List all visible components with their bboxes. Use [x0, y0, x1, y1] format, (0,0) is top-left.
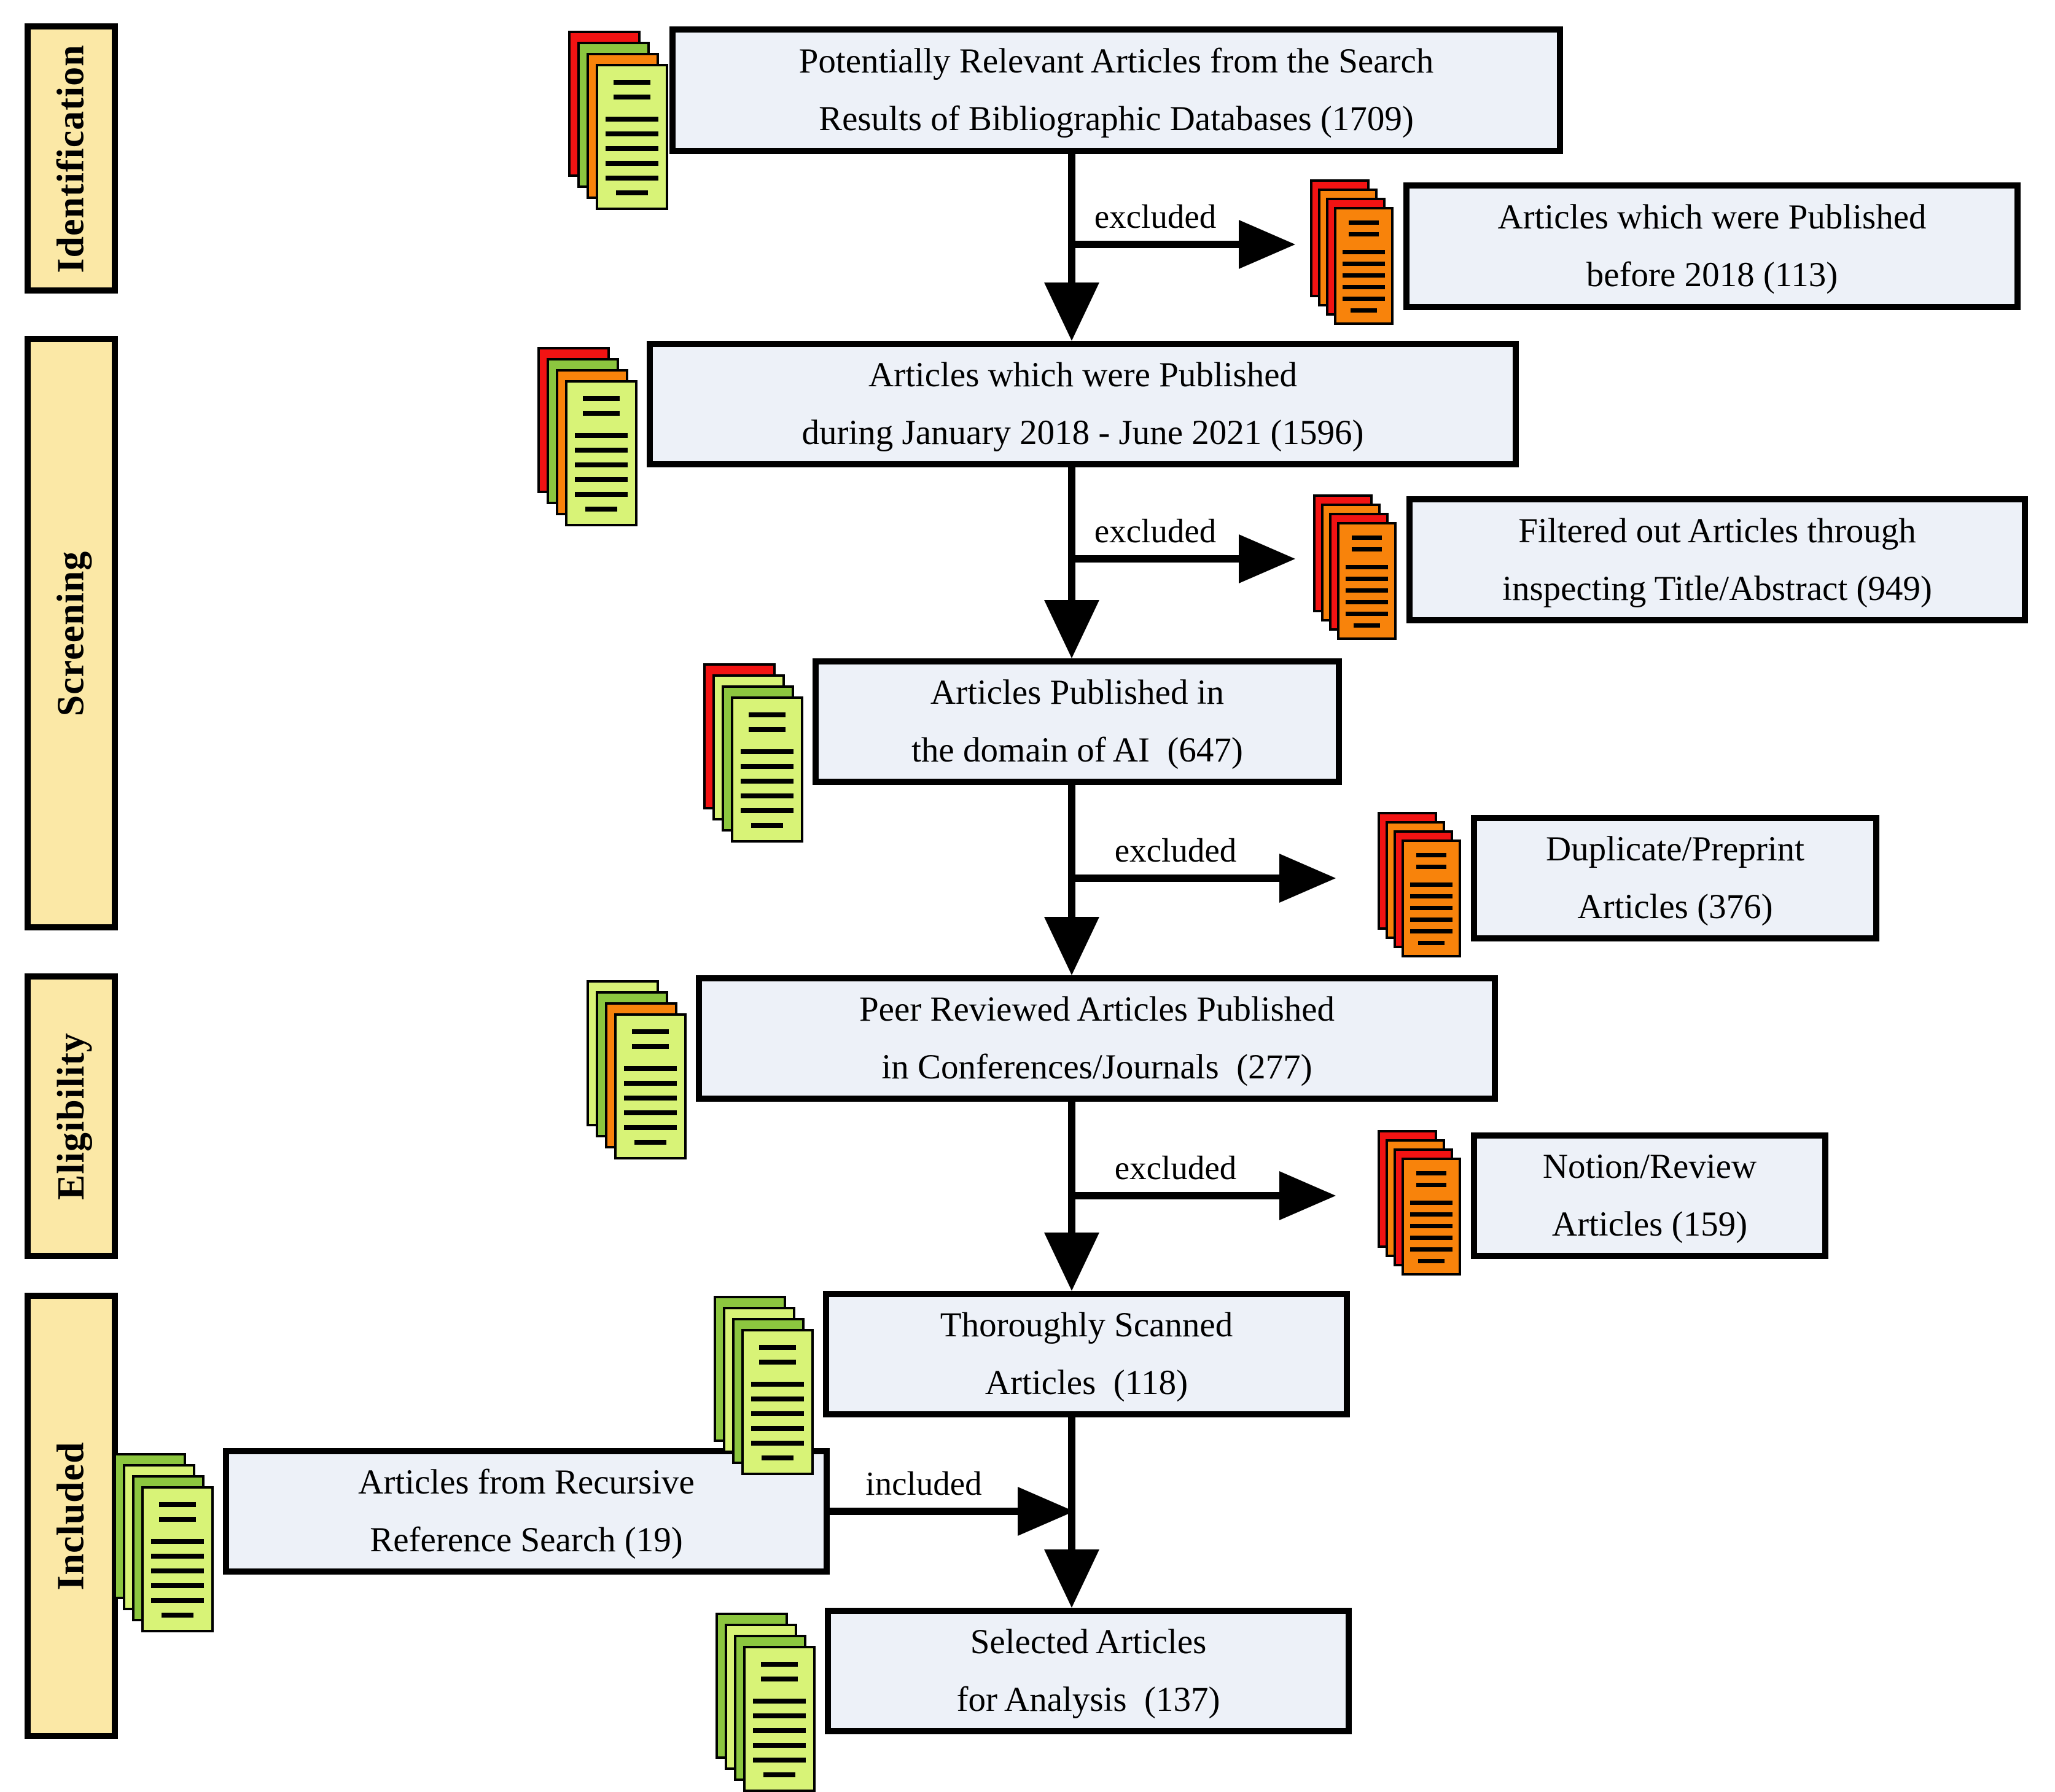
document-page-icon [741, 1329, 814, 1475]
box-potentially-relevant-line1: Potentially Relevant Articles from the S… [798, 42, 1434, 80]
edge-label-excluded-1: excluded [1094, 198, 1217, 235]
connector-excluded-3 [1072, 875, 1279, 882]
box-recursive-line1: Articles from Recursive [358, 1463, 695, 1502]
document-text-lines [1336, 209, 1391, 322]
box-ai-domain-articles: Articles Published in the domain of AI (… [813, 658, 1342, 785]
excluded-before-2018-line2: before 2018 (113) [1586, 255, 1838, 294]
document-page-icon [614, 1013, 687, 1159]
phase-eligibility: Eligibility [25, 973, 118, 1259]
phase-screening-label: Screening [50, 550, 92, 716]
box-ai-domain-line1: Articles Published in [930, 673, 1225, 712]
document-page-icon [1402, 840, 1461, 957]
box-excluded-duplicate-preprint: Duplicate/Preprint Articles (376) [1471, 815, 1879, 941]
arrow-down-icon-2 [1044, 600, 1099, 658]
arrow-down-icon-5 [1044, 1549, 1099, 1608]
document-text-lines [144, 1489, 211, 1630]
document-text-lines [1404, 1160, 1459, 1273]
document-text-lines [1339, 524, 1394, 637]
box-selected-line1: Selected Articles [970, 1623, 1207, 1661]
document-text-lines [1404, 842, 1459, 955]
edge-label-included: included [865, 1465, 982, 1502]
document-page-icon [596, 64, 668, 210]
connector-spine-2 [1068, 466, 1075, 611]
document-text-lines [744, 1331, 811, 1473]
document-text-lines [746, 1648, 813, 1790]
excluded-notion-review-line2: Articles (159) [1551, 1205, 1748, 1244]
phase-included-label: Included [50, 1441, 92, 1591]
arrow-right-icon-1 [1239, 220, 1295, 269]
box-potentially-relevant-line2: Results of Bibliographic Databases (1709… [819, 99, 1414, 138]
connector-excluded-2 [1072, 555, 1239, 563]
edge-label-excluded-3: excluded [1114, 832, 1237, 869]
box-thoroughly-scanned-line2: Articles (118) [985, 1363, 1188, 1402]
edge-label-excluded-4: excluded [1114, 1149, 1237, 1186]
excluded-duplicate-line2: Articles (376) [1577, 887, 1773, 926]
box-selected-line2: for Analysis (137) [956, 1680, 1220, 1719]
edge-label-excluded-2: excluded [1094, 512, 1217, 550]
box-published-range-line1: Articles which were Published [868, 356, 1298, 394]
box-excluded-title-abstract: Filtered out Articles through inspecting… [1406, 496, 2028, 623]
document-text-lines [567, 383, 635, 524]
arrow-down-icon-4 [1044, 1233, 1099, 1291]
document-page-icon [1334, 207, 1394, 325]
connector-excluded-4 [1072, 1192, 1279, 1199]
box-published-jan2018-jun2021: Articles which were Published during Jan… [647, 341, 1519, 467]
phase-screening: Screening [25, 336, 118, 930]
document-page-icon [1337, 522, 1397, 640]
box-peer-reviewed-line2: in Conferences/Journals (277) [881, 1048, 1312, 1086]
arrow-right-icon-2 [1239, 534, 1295, 583]
excluded-notion-review-line1: Notion/Review [1542, 1147, 1757, 1186]
excluded-before-2018-line1: Articles which were Published [1497, 198, 1927, 236]
phase-identification-label: Identification [50, 44, 92, 273]
box-selected-articles: Selected Articles for Analysis (137) [825, 1608, 1352, 1734]
box-excluded-before-2018: Articles which were Published before 201… [1403, 182, 2021, 310]
arrow-right-icon-4 [1279, 1171, 1336, 1220]
document-page-icon [565, 380, 638, 526]
arrow-right-icon-included [1018, 1487, 1074, 1536]
document-text-lines [617, 1016, 684, 1157]
box-potentially-relevant-articles: Potentially Relevant Articles from the S… [669, 26, 1563, 154]
document-text-lines [733, 699, 801, 840]
connector-spine-1 [1068, 153, 1075, 294]
document-page-icon [141, 1486, 214, 1632]
box-excluded-notion-review: Notion/Review Articles (159) [1471, 1132, 1828, 1259]
arrow-right-icon-3 [1279, 854, 1336, 903]
box-published-range-line2: during January 2018 - June 2021 (1596) [801, 413, 1364, 452]
box-thoroughly-scanned-articles: Thoroughly Scanned Articles (118) [823, 1291, 1350, 1417]
connector-spine-3 [1068, 784, 1075, 929]
prisma-flow-diagram: Identification Screening Eligibility Inc… [25, 23, 2028, 1792]
document-page-icon [731, 696, 803, 843]
box-recursive-line2: Reference Search (19) [370, 1521, 683, 1559]
connector-included [830, 1508, 1018, 1515]
phase-identification: Identification [25, 23, 118, 294]
connector-spine-4 [1068, 1101, 1075, 1244]
connector-excluded-1 [1072, 241, 1239, 248]
phase-eligibility-label: Eligibility [50, 1032, 92, 1200]
box-peer-reviewed-articles: Peer Reviewed Articles Published in Conf… [696, 975, 1498, 1102]
document-page-icon [743, 1646, 816, 1792]
excluded-title-abstract-line1: Filtered out Articles through [1518, 511, 1916, 550]
excluded-title-abstract-line2: inspecting Title/Abstract (949) [1502, 569, 1932, 608]
excluded-duplicate-line1: Duplicate/Preprint [1545, 830, 1805, 868]
box-thoroughly-scanned-line1: Thoroughly Scanned [940, 1306, 1233, 1344]
phase-included: Included [25, 1293, 118, 1739]
document-page-icon [1402, 1158, 1461, 1276]
arrow-down-icon-1 [1044, 282, 1099, 341]
box-ai-domain-line2: the domain of AI (647) [911, 731, 1243, 769]
document-text-lines [598, 66, 666, 208]
arrow-down-icon-3 [1044, 917, 1099, 975]
box-peer-reviewed-line1: Peer Reviewed Articles Published [859, 990, 1335, 1029]
box-recursive-reference-search: Articles from Recursive Reference Search… [223, 1448, 830, 1575]
